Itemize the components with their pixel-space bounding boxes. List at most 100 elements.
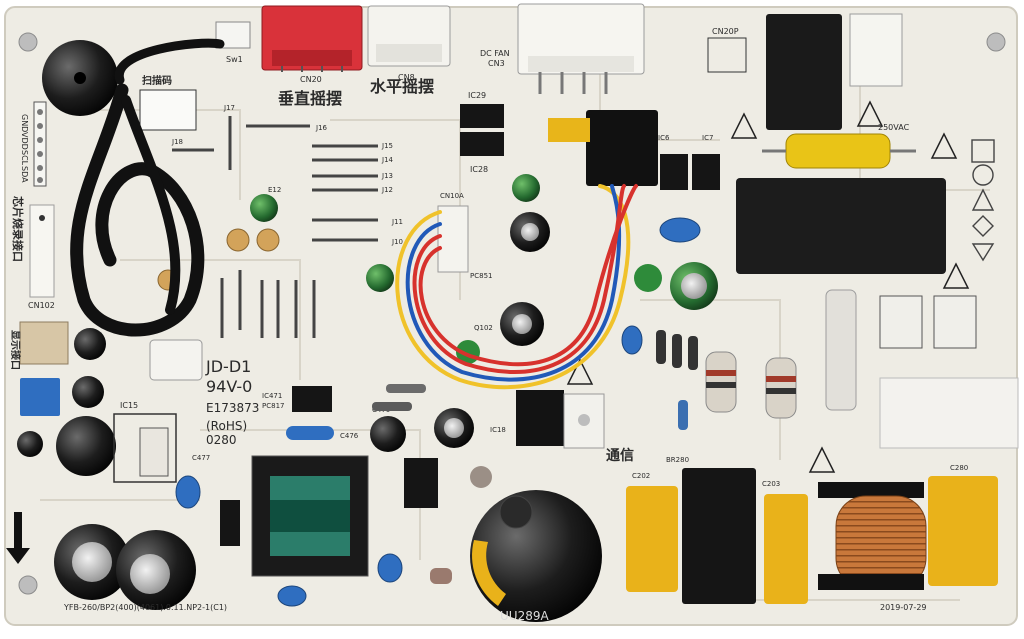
- code-scan-box: [139, 89, 197, 131]
- j15-label: J15: [381, 142, 393, 150]
- vertical-swing-label: 垂直摇摆: [278, 89, 342, 108]
- ic-diode: [220, 500, 240, 546]
- symbol-column: [971, 139, 995, 262]
- cn8-label: CN8: [398, 73, 415, 82]
- xcap-c203: [764, 494, 808, 604]
- common-mode-choke: [818, 482, 927, 590]
- j18-label: J18: [171, 138, 183, 146]
- stepper-wires: [395, 184, 638, 390]
- white-plug: [149, 339, 203, 381]
- down-arrow-icon: [6, 512, 30, 564]
- j16-label: J16: [315, 124, 328, 132]
- yellow-fuse: [785, 133, 891, 169]
- relay: [766, 14, 842, 130]
- cap-green-small: [634, 264, 662, 292]
- sw1-connector: [215, 21, 251, 49]
- burn-port-label: 芯片烧录接口: [11, 196, 25, 262]
- ic6-label: IC6: [658, 134, 670, 142]
- cn20-label: CN20: [300, 75, 322, 84]
- side-vdd-label: VDD: [20, 132, 29, 150]
- cn102-connector: [29, 204, 55, 298]
- cap-left-1: [74, 328, 106, 360]
- code-scan-label: 扫描码: [142, 74, 172, 87]
- ic18-hole: [578, 414, 590, 426]
- bulk-cap-text: UU289A: [500, 609, 549, 623]
- c280-label: C280: [950, 464, 968, 472]
- warning-icons: [566, 100, 970, 473]
- cn10a-connector: [437, 205, 469, 273]
- cap-center-4: [512, 174, 540, 202]
- cn5-housing: [586, 110, 658, 186]
- side-scl-label: SCL: [20, 150, 29, 166]
- horizontal-swing-label: 水平摇摆: [370, 77, 434, 96]
- side-sda-label: SDA: [20, 166, 29, 183]
- cap-center-2-top: [512, 314, 532, 334]
- pc851-label: PC851: [470, 272, 492, 280]
- e12-cap: [250, 194, 278, 222]
- e12-label: E12: [268, 186, 281, 194]
- ic18-regulator: [516, 390, 564, 446]
- ic7-label: IC7: [702, 134, 713, 142]
- ul-label: E173873: [206, 401, 259, 415]
- c476-cap: [286, 426, 334, 440]
- j12-label: J12: [381, 186, 393, 194]
- big-white-block: [879, 377, 1019, 449]
- disc-caps-blue: [175, 217, 701, 607]
- rohs-label: (RoHS): [206, 419, 247, 433]
- ic15-label: IC15: [120, 401, 138, 410]
- comm-label: 通信: [606, 447, 634, 464]
- relay-terminal: [849, 13, 903, 87]
- cap-bottom-1-top: [72, 542, 112, 582]
- cap-center-1-top: [444, 418, 464, 438]
- terminal-l: [933, 295, 977, 349]
- cn20p-outline: [707, 37, 747, 73]
- cn20-connector: [261, 5, 363, 72]
- q102-label: Q102: [474, 324, 493, 332]
- ic15-outline: [113, 413, 177, 483]
- ic7: [692, 154, 720, 190]
- disc-caps-tan: [157, 228, 280, 291]
- ic15-body: [139, 427, 169, 477]
- burn-header: [33, 101, 47, 187]
- display-connector: [19, 321, 69, 365]
- sw1-label: Sw1: [226, 55, 243, 64]
- black-cable-loop: [70, 38, 225, 337]
- vac-label: 250VAC: [878, 123, 910, 132]
- yellow-tab: [548, 118, 590, 142]
- ceramic-resistors: [705, 351, 797, 419]
- side-gnd-label: GND: [20, 114, 29, 132]
- resistors: [372, 330, 698, 584]
- terminal-n: [879, 295, 923, 349]
- ic471: [292, 386, 332, 412]
- c202-label: C202: [632, 472, 650, 480]
- cap-small-green: [366, 264, 394, 292]
- cn3-label: CN3: [488, 59, 505, 68]
- c470-cap: [370, 416, 406, 452]
- ic471-label: IC471: [262, 392, 282, 400]
- ic28-label: IC28: [470, 165, 488, 174]
- j13-label: J13: [381, 172, 393, 180]
- power-block: [736, 178, 946, 274]
- j11-label: J11: [391, 218, 403, 226]
- ic29-opto-1: [460, 104, 504, 128]
- bridge-rectifier: [682, 468, 756, 604]
- bulk-capacitor: [470, 490, 602, 622]
- c203-label: C203: [762, 480, 780, 488]
- cap-center-3-top: [521, 223, 539, 241]
- jumpers: [172, 116, 378, 338]
- ic6: [660, 154, 688, 190]
- v0-label: 94V-0: [206, 377, 252, 396]
- ic18-label: IC18: [490, 426, 506, 434]
- cap-left-3: [17, 431, 43, 457]
- c476-label: C476: [340, 432, 359, 440]
- c477-label: C477: [192, 454, 210, 462]
- bottom-date-label: 2019-07-29: [880, 603, 927, 612]
- cn102-label: CN102: [28, 301, 55, 310]
- cap-left-4: [56, 416, 116, 476]
- cn10a-label: CN10A: [440, 192, 464, 200]
- blue-terminal: [20, 378, 60, 416]
- j14-label: J14: [381, 156, 394, 164]
- j17-label: J17: [223, 104, 235, 112]
